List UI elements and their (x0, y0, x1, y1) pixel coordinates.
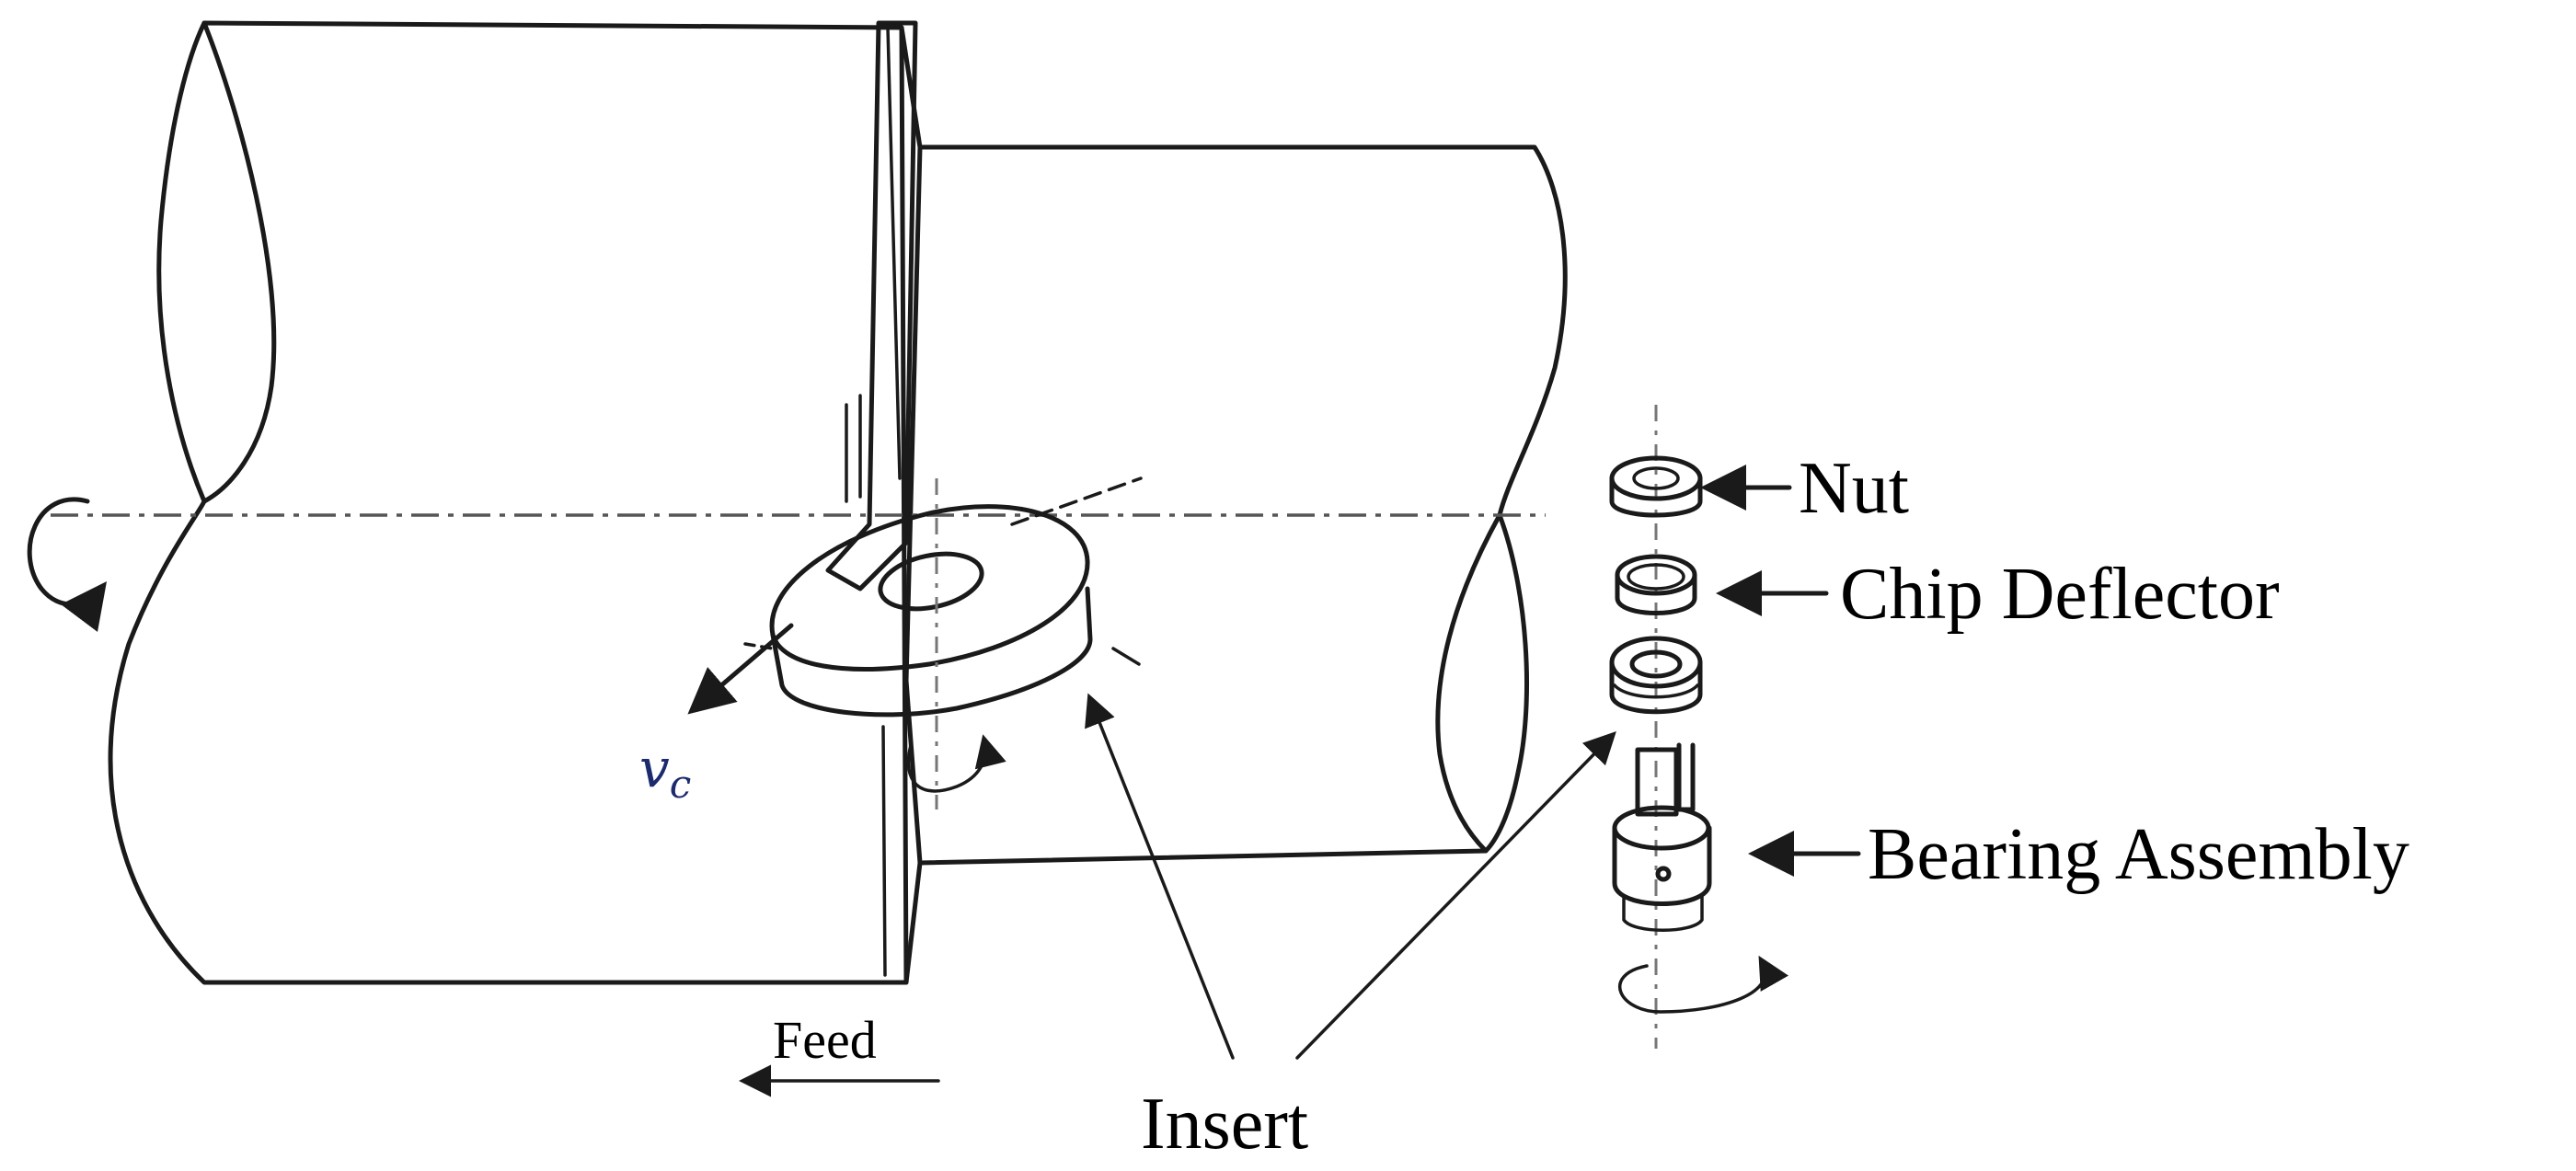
insert-side (770, 586, 1093, 718)
vc-label: vc (639, 737, 691, 807)
workpiece-right-end (1483, 512, 1530, 854)
workpiece-large-section (108, 20, 909, 985)
assembly-rotation-arrow (1617, 955, 1789, 1014)
workpiece-small-section (917, 144, 1568, 866)
feed-label: Feed (773, 1010, 877, 1070)
workpiece-left-end (201, 20, 277, 504)
insert-pointer-left (1085, 693, 1235, 1060)
insert-top-face (769, 504, 1090, 672)
shoulder-face-inner (881, 26, 902, 977)
insert-label: Insert (1141, 1084, 1308, 1165)
bearing-assembly-part (1612, 742, 1712, 932)
vc-arrow (687, 623, 794, 715)
insert-pointer-right (1295, 730, 1616, 1060)
chip-deflector-part (1615, 554, 1697, 615)
bearing-assembly-label: Bearing Assembly (1868, 814, 2409, 895)
workpiece (108, 20, 1568, 985)
rotary-insert (743, 476, 1143, 809)
workpiece-rotation-arrow (27, 497, 108, 632)
chip-deflector-label: Chip Deflector (1840, 554, 2280, 635)
bearing-ring-part (1609, 636, 1703, 715)
nut-label: Nut (1799, 448, 1909, 529)
tool-shank (825, 20, 918, 591)
